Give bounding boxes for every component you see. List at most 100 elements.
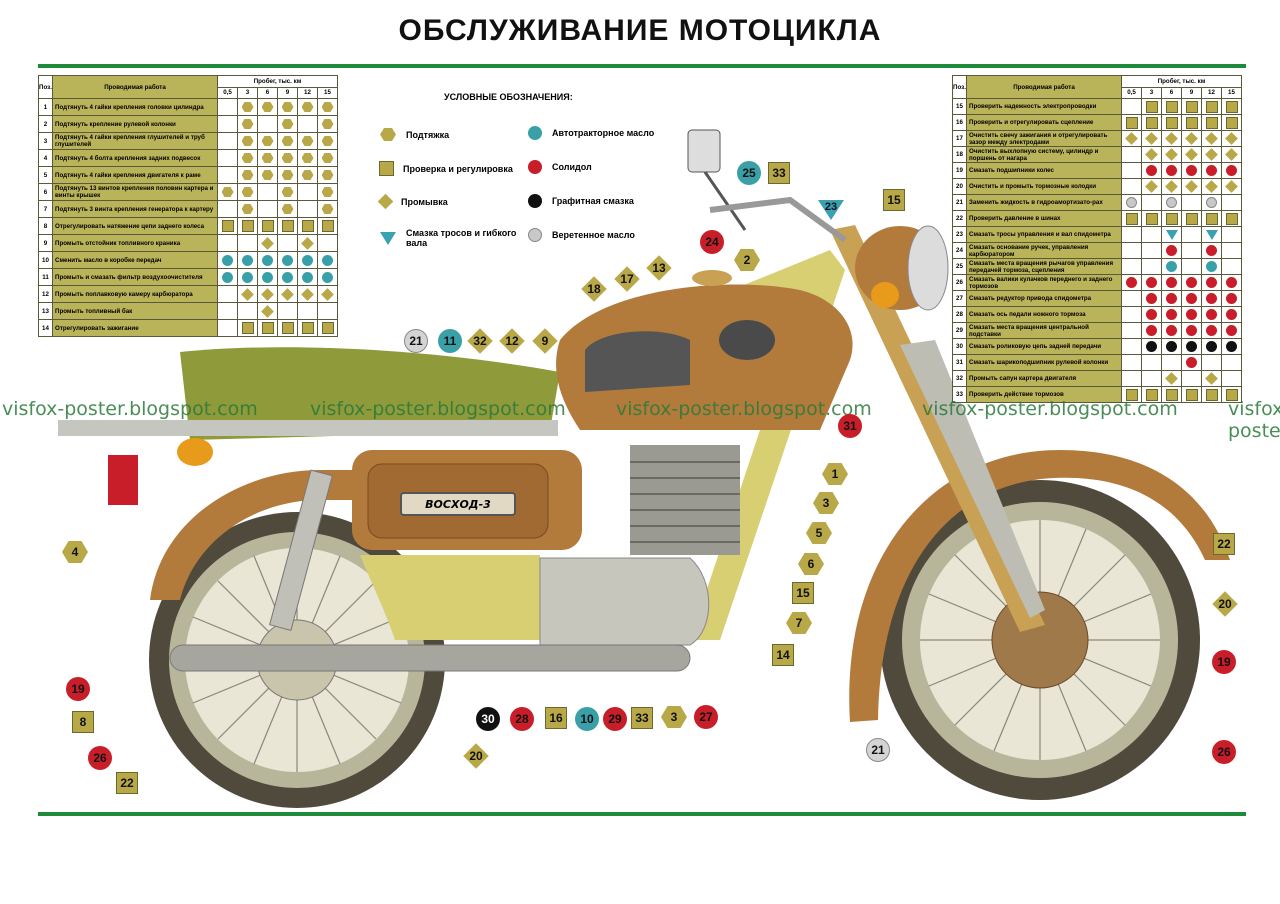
red-circle-icon xyxy=(1226,293,1237,304)
red-circle-icon xyxy=(1206,165,1217,176)
schedule-cell xyxy=(297,302,318,320)
schedule-cell xyxy=(1221,242,1242,259)
square-icon xyxy=(321,322,334,334)
teal-circle-icon xyxy=(528,126,542,140)
square-icon xyxy=(241,322,254,334)
schedule-cell xyxy=(1181,338,1202,355)
schedule-cell xyxy=(1121,114,1142,131)
schedule-cell xyxy=(1221,322,1242,339)
schedule-cell xyxy=(1201,258,1222,275)
red-circle-icon xyxy=(1206,309,1217,320)
hex-icon xyxy=(281,153,294,163)
row-work: Смазать редуктор привода спидометра xyxy=(966,290,1122,307)
schedule-cell xyxy=(217,217,238,235)
col-mileage-header: Пробег, тыс. км xyxy=(217,75,338,88)
diamond-icon xyxy=(377,193,394,210)
schedule-cell xyxy=(1121,146,1142,163)
schedule-cell xyxy=(257,285,278,303)
schedule-cell xyxy=(1181,226,1202,243)
hex-icon xyxy=(261,170,274,180)
schedule-cell xyxy=(1141,98,1162,115)
schedule-cell xyxy=(317,183,338,201)
diamond-icon xyxy=(301,236,314,250)
schedule-cell xyxy=(1121,370,1142,387)
schedule-cell xyxy=(1121,178,1142,195)
hex-icon xyxy=(241,170,254,180)
mileage-col-header: 6 xyxy=(1161,86,1182,99)
red-circle-icon xyxy=(1186,325,1197,336)
row-work: Подтянуть 4 гайки крепления двигателя к … xyxy=(52,166,218,184)
schedule-cell xyxy=(317,319,338,337)
row-work: Очистить выхлопную систему, цилиндр и по… xyxy=(966,146,1122,163)
red-circle-icon xyxy=(1166,325,1177,336)
row-number: 7 xyxy=(38,200,53,218)
legend-item-tighten: Подтяжка xyxy=(380,128,449,141)
callout-14: 14 xyxy=(772,644,794,666)
row-work: Сменить масло в коробке передач xyxy=(52,251,218,269)
schedule-cell xyxy=(277,268,298,286)
legend-heading: УСЛОВНЫЕ ОБОЗНАЧЕНИЯ: xyxy=(444,92,573,102)
row-work: Промыть поплавковую камеру карбюратора xyxy=(52,285,218,303)
schedule-cell xyxy=(237,285,258,303)
schedule-cell xyxy=(277,98,298,116)
gray-circle-icon xyxy=(528,228,542,242)
red-circle-icon xyxy=(1146,277,1157,288)
schedule-cell xyxy=(1141,226,1162,243)
schedule-cell xyxy=(1141,162,1162,179)
schedule-cell xyxy=(317,285,338,303)
schedule-cell xyxy=(1141,354,1162,371)
diamond-icon xyxy=(1185,148,1198,161)
callout-18: 18 xyxy=(581,276,607,302)
red-circle-icon xyxy=(1146,293,1157,304)
square-icon xyxy=(1205,116,1218,129)
row-work: Смазать ось педали ножного тормоза xyxy=(966,306,1122,323)
row-work: Подтянуть 4 болта крепления задних подве… xyxy=(52,149,218,167)
schedule-cell xyxy=(297,251,318,269)
square-icon xyxy=(1205,212,1218,225)
square-icon xyxy=(1205,388,1218,401)
schedule-cell xyxy=(1181,98,1202,115)
row-work: Очистить свечу зажигания и отрегулироват… xyxy=(966,130,1122,147)
red-circle-icon xyxy=(1206,293,1217,304)
square-icon xyxy=(1145,212,1158,225)
diamond-icon xyxy=(1185,180,1198,193)
schedule-cell xyxy=(1161,162,1182,179)
schedule-cell xyxy=(1181,130,1202,147)
row-work: Отрегулировать натяжение цепи заднего ко… xyxy=(52,217,218,235)
schedule-cell xyxy=(1201,146,1222,163)
schedule-cell xyxy=(257,302,278,320)
hex-icon xyxy=(261,102,274,112)
square-icon xyxy=(1125,212,1138,225)
schedule-cell xyxy=(297,166,318,184)
schedule-cell xyxy=(277,200,298,218)
schedule-cell xyxy=(277,234,298,252)
red-circle-icon xyxy=(1186,165,1197,176)
schedule-cell xyxy=(1221,274,1242,291)
schedule-cell xyxy=(1121,322,1142,339)
callout-29: 29 xyxy=(603,707,627,731)
hex-icon xyxy=(321,153,334,163)
schedule-cell xyxy=(317,251,338,269)
hex-icon xyxy=(321,187,334,197)
hex-icon xyxy=(241,187,254,197)
row-number: 23 xyxy=(952,226,967,243)
diamond-icon xyxy=(1145,132,1158,145)
row-work: Смазать тросы управления и вал спидометр… xyxy=(966,226,1122,243)
schedule-cell xyxy=(277,183,298,201)
schedule-cell xyxy=(1201,162,1222,179)
callout-33: 33 xyxy=(768,162,790,184)
row-number: 16 xyxy=(952,114,967,131)
schedule-cell xyxy=(257,251,278,269)
schedule-cell xyxy=(277,285,298,303)
schedule-cell xyxy=(277,166,298,184)
schedule-cell xyxy=(297,319,318,337)
hex-icon xyxy=(241,102,254,112)
teal-circle-icon xyxy=(1166,261,1177,272)
